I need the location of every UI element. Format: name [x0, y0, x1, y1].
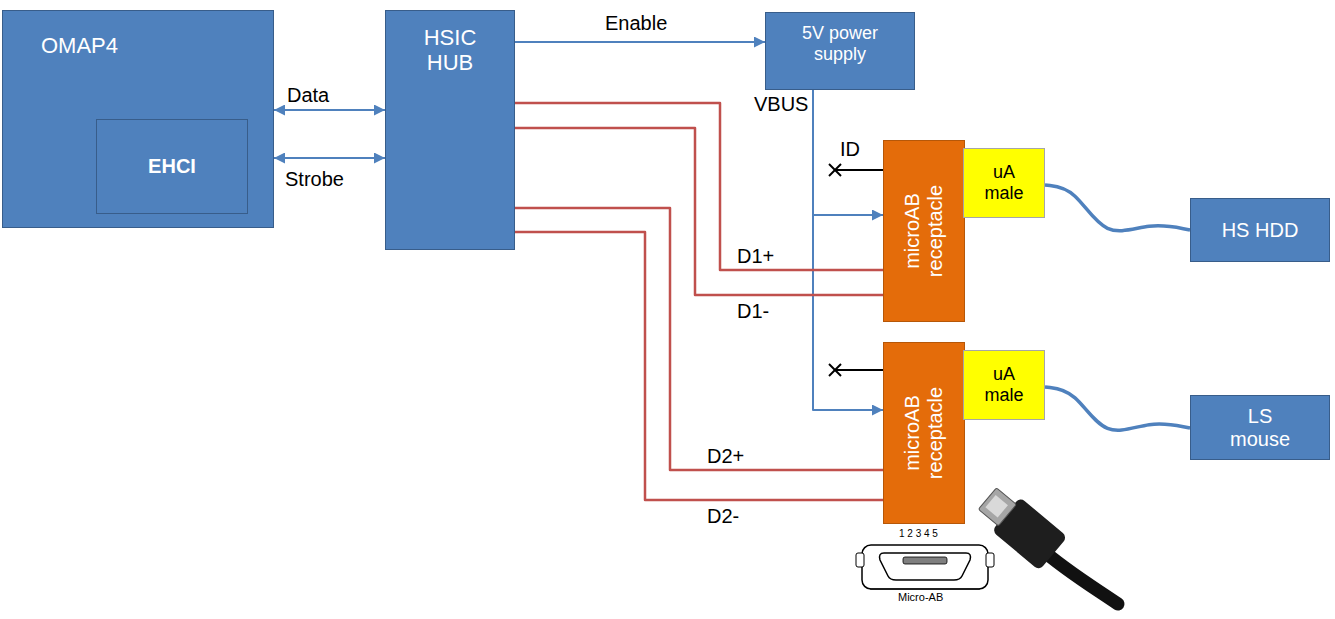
- signal-arrow: [274, 157, 385, 159]
- signal-name: Data: [285, 84, 331, 107]
- usb-cable: [1045, 185, 1190, 231]
- micro-ab-drawing: [856, 545, 994, 589]
- box-label: HSIC HUB: [410, 25, 490, 76]
- hub-box: HSIC HUB: [385, 10, 515, 250]
- pin-numbers: 1 2 3 4 5: [899, 528, 938, 540]
- controller-box: EHCI: [96, 119, 248, 214]
- box-label: HS HDD: [1222, 219, 1299, 242]
- signal-name: D2-: [705, 505, 741, 528]
- data-line: [515, 128, 883, 295]
- box-label: microAB receptacle: [901, 171, 947, 291]
- signal-name: VBUS: [752, 93, 810, 116]
- receptacle-box: microAB receptacle: [883, 342, 965, 524]
- box-label: LS mouse: [1225, 405, 1295, 451]
- box-label: microAB receptacle: [901, 373, 947, 493]
- signal-arrow: [813, 90, 883, 410]
- signal-name: D2+: [705, 445, 746, 468]
- signal-name: Enable: [603, 12, 669, 35]
- box-label: 5V power supply: [790, 23, 890, 64]
- box-label: EHCI: [148, 155, 196, 178]
- signal-name: D1+: [735, 245, 776, 268]
- box-label: uA male: [979, 162, 1029, 203]
- pin-name: ID: [840, 138, 860, 161]
- signal-arrow: [515, 41, 765, 43]
- power-supply-box: 5V power supply: [765, 12, 915, 90]
- box-label: OMAP4: [41, 33, 118, 58]
- data-line: [515, 208, 883, 470]
- signal-name: Strobe: [283, 168, 346, 191]
- device-box: LS mouse: [1190, 395, 1330, 460]
- plug-box: uA male: [963, 350, 1045, 420]
- signal-name: D1-: [735, 300, 771, 323]
- signal-arrow: [813, 90, 883, 215]
- plug-box: uA male: [963, 148, 1045, 218]
- usb-cable: [1045, 387, 1190, 430]
- processor-box: OMAP4EHCI: [2, 10, 274, 228]
- box-label: uA male: [979, 364, 1029, 405]
- device-box: HS HDD: [1190, 198, 1330, 262]
- data-line: [515, 232, 883, 500]
- signal-arrow: [274, 109, 385, 111]
- receptacle-box: microAB receptacle: [883, 140, 965, 322]
- micro-usb-plug-photo: [973, 482, 1118, 604]
- connector-caption: Micro-AB: [898, 591, 943, 604]
